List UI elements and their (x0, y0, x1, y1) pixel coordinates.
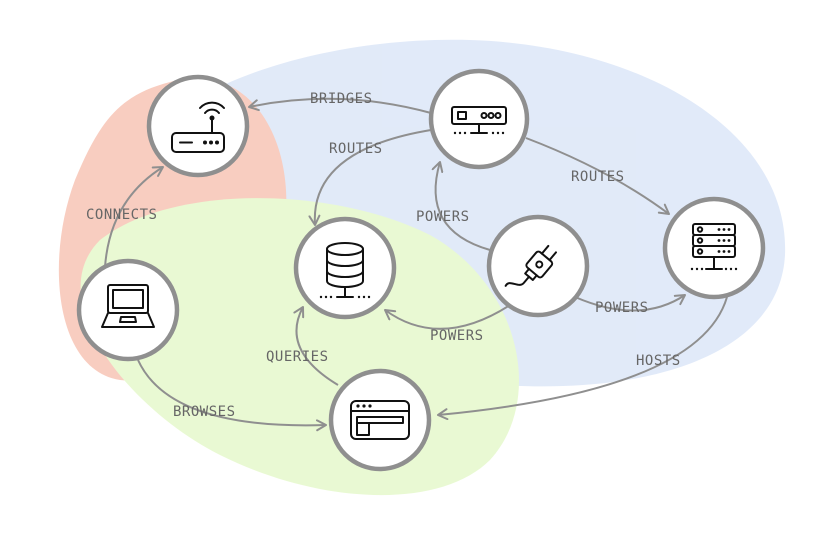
edges (104, 97, 728, 432)
edge-label-queries: QUERIES (266, 349, 329, 365)
edge-label-powers-server: POWERS (595, 300, 649, 316)
laptop-icon (101, 284, 155, 328)
edge-label-routes-server: ROUTES (571, 169, 625, 185)
group-regions (58, 39, 786, 496)
nodes (76, 68, 766, 472)
edge-switch-server (525, 137, 670, 215)
edge-label-routes-database: ROUTES (329, 141, 383, 157)
edge-laptop-webapp (137, 359, 327, 432)
edge-label-connects: CONNECTS (86, 207, 157, 223)
node-database (293, 216, 397, 320)
edge-power-database (384, 304, 511, 330)
database-icon (319, 242, 371, 299)
edge-server-webapp (437, 296, 728, 421)
network-switch-icon (451, 106, 507, 135)
router-icon (171, 101, 225, 153)
power-plug-icon (504, 244, 557, 287)
edge-label-hosts: HOSTS (636, 353, 681, 369)
edge-label-powers-switch: POWERS (416, 209, 470, 225)
edge-label-bridges: BRIDGES (310, 91, 373, 107)
edge-switch-database (308, 129, 432, 226)
node-router (146, 74, 250, 178)
node-laptop (76, 258, 180, 362)
edge-power-server (574, 294, 686, 312)
node-server (662, 196, 766, 300)
edge-power-switch (431, 161, 491, 251)
node-webapp (328, 368, 432, 472)
node-power (486, 214, 590, 318)
server-rack-icon (690, 223, 738, 271)
browser-window-icon (350, 400, 410, 440)
edge-labels: BRIDGES ROUTES ROUTES POWERS POWERS POWE… (86, 91, 681, 420)
edge-webapp-database (293, 306, 339, 386)
edge-switch-router (248, 97, 432, 114)
edge-label-powers-database: POWERS (430, 328, 484, 344)
node-switch (428, 68, 530, 170)
edge-laptop-router (104, 166, 164, 268)
edge-label-browses: BROWSES (173, 404, 236, 420)
